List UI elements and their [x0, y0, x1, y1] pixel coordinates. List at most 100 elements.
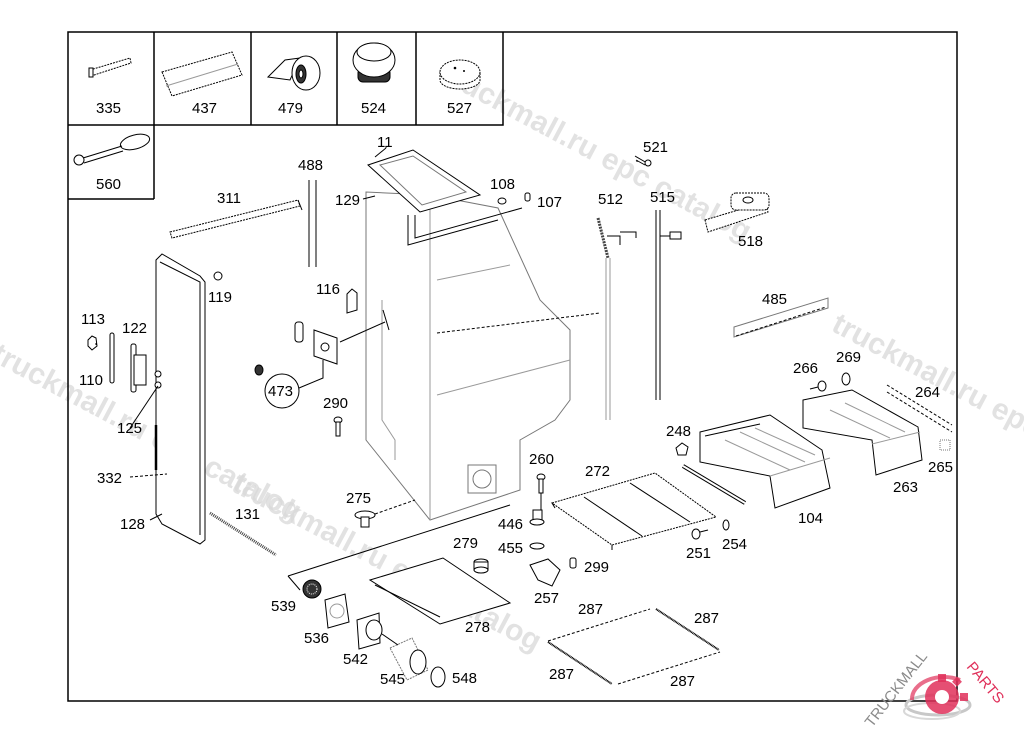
part-275[interactable]	[354, 499, 416, 528]
callout-264[interactable]: 264	[915, 384, 940, 401]
part-108[interactable]	[497, 197, 507, 205]
callout-536[interactable]: 536	[304, 630, 329, 647]
part-539[interactable]	[302, 579, 322, 599]
part-545[interactable]	[381, 633, 429, 681]
part-264[interactable]	[886, 384, 953, 433]
callout-263[interactable]: 263	[893, 479, 918, 496]
part-488[interactable]	[308, 180, 317, 267]
callout-266[interactable]: 266	[793, 360, 818, 377]
part-542[interactable]	[356, 612, 383, 650]
part-287-gasket[interactable]	[547, 608, 721, 685]
part-485[interactable]	[733, 297, 829, 338]
callout-108[interactable]: 108	[490, 176, 515, 193]
callout-287-right[interactable]: 287	[694, 610, 719, 627]
callout-515[interactable]: 515	[650, 189, 675, 206]
part-446[interactable]	[529, 509, 545, 526]
callout-275[interactable]: 275	[346, 490, 371, 507]
rod-248[interactable]	[681, 464, 747, 505]
inset-437[interactable]: 437	[161, 51, 243, 117]
part-251[interactable]	[691, 528, 709, 540]
callout-290[interactable]: 290	[323, 395, 348, 412]
callout-287-bottom[interactable]: 287	[670, 673, 695, 690]
callout-122[interactable]: 122	[122, 320, 147, 337]
callout-332[interactable]: 332	[97, 470, 122, 487]
callout-287-top[interactable]: 287	[578, 601, 603, 618]
callout-518[interactable]: 518	[738, 233, 763, 250]
part-279[interactable]	[473, 558, 489, 574]
part-272[interactable]	[550, 472, 718, 550]
callout-116[interactable]: 116	[316, 281, 340, 298]
part-113[interactable]	[87, 335, 98, 351]
callout-512[interactable]: 512	[598, 191, 623, 208]
part-521[interactable]	[634, 155, 652, 167]
part-332[interactable]	[129, 473, 168, 478]
inset-527[interactable]: 527	[439, 59, 481, 117]
part-257[interactable]	[529, 558, 561, 587]
part-125[interactable]	[154, 370, 162, 389]
cabinet-body[interactable]	[365, 147, 601, 521]
callout-113[interactable]: 113	[81, 311, 105, 328]
callout-545[interactable]: 545	[380, 671, 405, 688]
callout-251[interactable]: 251	[686, 545, 711, 562]
part-455[interactable]	[529, 542, 545, 550]
part-536[interactable]	[324, 593, 350, 629]
callout-539[interactable]: 539	[271, 598, 296, 615]
part-278[interactable]	[368, 557, 512, 625]
part-269[interactable]	[841, 372, 851, 386]
callout-279[interactable]: 279	[453, 535, 478, 552]
part-248[interactable]	[675, 442, 689, 456]
inset-335[interactable]: 335	[88, 57, 132, 117]
callout-107[interactable]: 107	[537, 194, 562, 211]
part-473-lock[interactable]	[254, 309, 390, 409]
callout-128[interactable]: 128	[120, 516, 145, 533]
callout-521[interactable]: 521	[643, 139, 668, 156]
part-119[interactable]	[213, 271, 223, 281]
callout-257[interactable]: 257	[534, 590, 559, 607]
callout-473[interactable]: 473	[268, 383, 293, 400]
callout-11[interactable]: 11	[377, 134, 393, 151]
callout-278[interactable]: 278	[465, 619, 490, 636]
inset-560[interactable]: 560	[73, 131, 151, 193]
callout-254[interactable]: 254	[722, 536, 747, 553]
callout-104[interactable]: 104	[798, 510, 823, 527]
part-107[interactable]	[524, 192, 531, 202]
part-263[interactable]	[802, 389, 923, 476]
base-plate[interactable]	[287, 504, 511, 591]
callout-248[interactable]: 248	[666, 423, 691, 440]
callout-311[interactable]: 311	[217, 190, 241, 207]
part-265[interactable]	[939, 439, 951, 451]
callout-488[interactable]: 488	[298, 157, 323, 174]
part-104[interactable]	[699, 414, 831, 509]
callout-485[interactable]: 485	[762, 291, 787, 308]
callout-265[interactable]: 265	[928, 459, 953, 476]
callout-269[interactable]: 269	[836, 349, 861, 366]
part-299[interactable]	[569, 557, 577, 569]
callout-272[interactable]: 272	[585, 463, 610, 480]
callout-446[interactable]: 446	[498, 516, 523, 533]
part-515[interactable]	[655, 210, 682, 400]
callout-125[interactable]: 125	[117, 420, 142, 437]
callout-287-left[interactable]: 287	[549, 666, 574, 683]
callout-129[interactable]: 129	[335, 192, 360, 209]
inset-524[interactable]: 524	[352, 42, 396, 117]
part-548[interactable]	[430, 666, 446, 688]
part-512[interactable]	[596, 217, 637, 420]
callout-455[interactable]: 455	[498, 540, 523, 557]
inset-479[interactable]: 479	[266, 55, 321, 117]
callout-119[interactable]: 119	[208, 289, 232, 306]
part-254[interactable]	[722, 519, 730, 531]
part-260[interactable]	[536, 473, 546, 520]
door-panel[interactable]	[154, 253, 206, 545]
callout-299[interactable]: 299	[584, 559, 609, 576]
part-122[interactable]	[130, 343, 147, 393]
callout-260[interactable]: 260	[529, 451, 554, 468]
callout-110[interactable]: 110	[79, 372, 103, 389]
part-266[interactable]	[809, 380, 827, 392]
part-290[interactable]	[333, 416, 343, 437]
part-110[interactable]	[109, 332, 115, 384]
callout-548[interactable]: 548	[452, 670, 477, 687]
part-518[interactable]	[704, 192, 770, 233]
callout-542[interactable]: 542	[343, 651, 368, 668]
part-311[interactable]	[169, 199, 303, 239]
callout-131[interactable]: 131	[235, 506, 260, 523]
